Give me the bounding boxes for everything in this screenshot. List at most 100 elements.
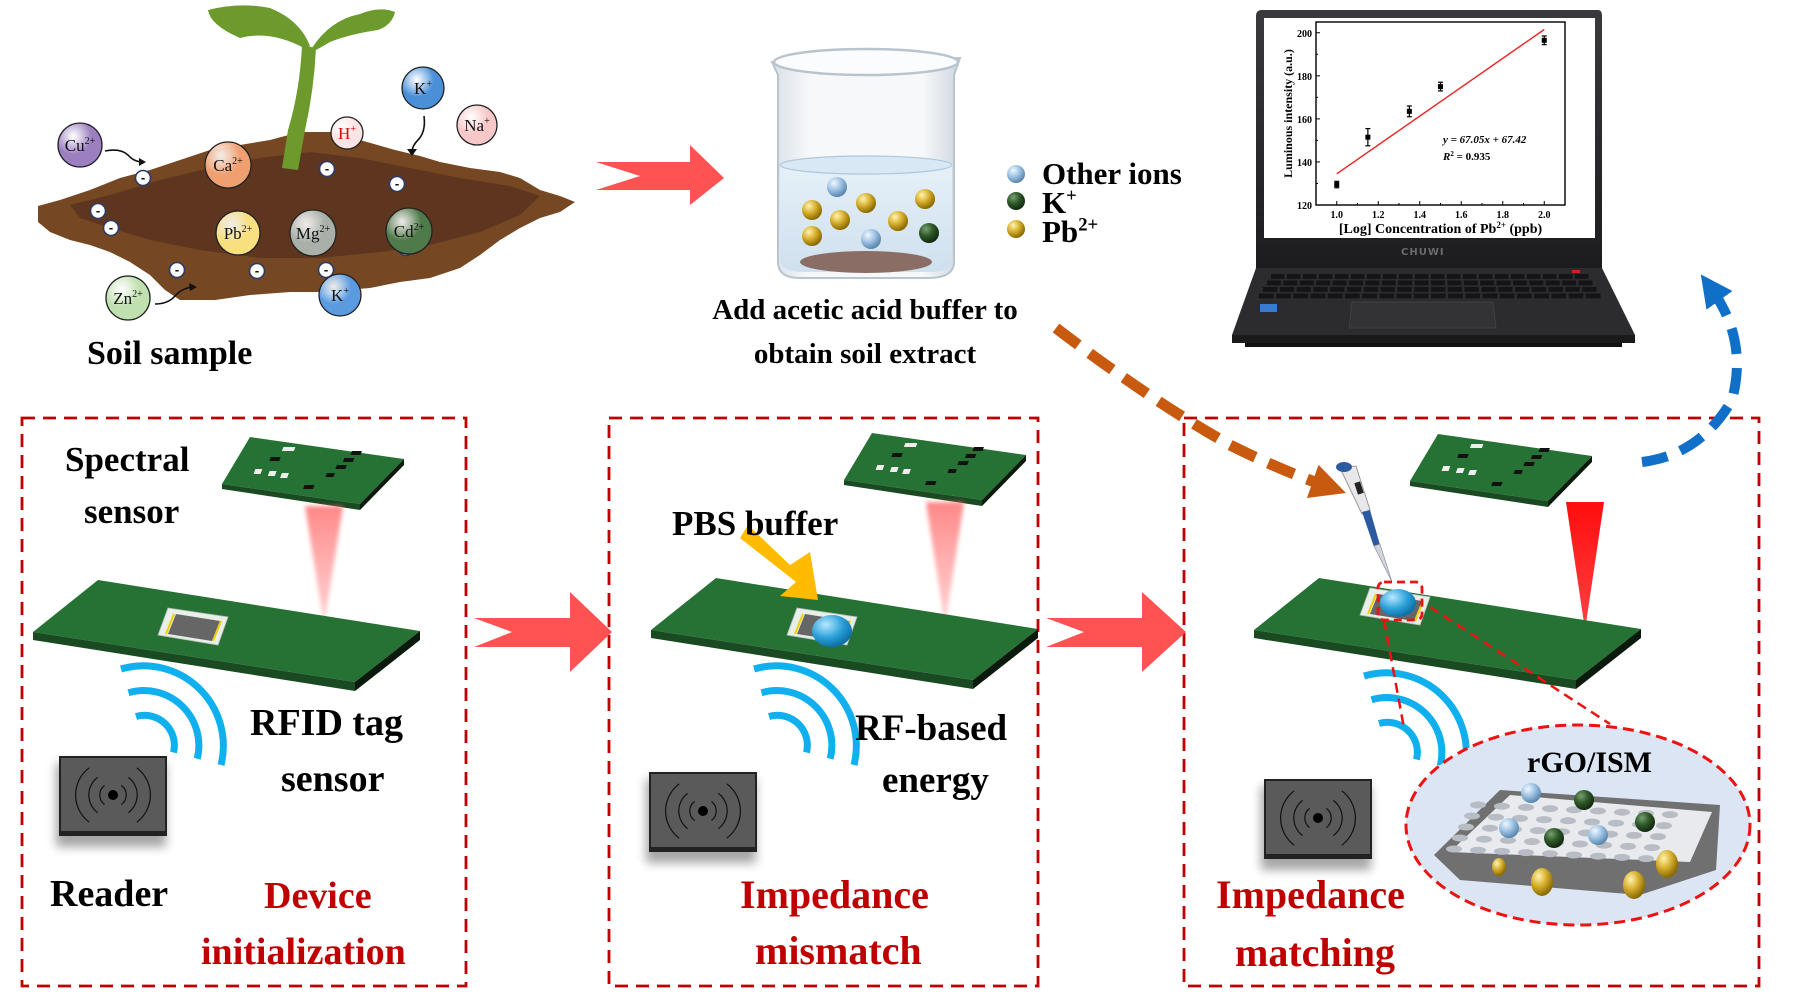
- zn-arrow-head: [189, 283, 197, 291]
- ion-circle: [385, 207, 433, 255]
- spectral-sensor-label-line2: sensor: [84, 492, 180, 531]
- lattice-cell: [1494, 802, 1510, 810]
- pbs-droplet: [812, 615, 852, 647]
- plant-leaf-right: [312, 9, 395, 52]
- key: [1431, 293, 1446, 299]
- lattice-cell: [1494, 847, 1510, 855]
- zoom-guide-left: [1382, 619, 1406, 729]
- lattice-cell: [1542, 850, 1558, 858]
- ion-circle: [105, 275, 151, 321]
- beaker-rim: [772, 47, 960, 77]
- key: [1578, 280, 1593, 286]
- beaker-ions: [802, 177, 939, 249]
- lattice-cell: [1464, 812, 1480, 820]
- lattice-cell: [1614, 808, 1630, 816]
- beaker-ion: [861, 229, 881, 249]
- data-point: [1541, 35, 1547, 46]
- y-tick-label: 140: [1297, 158, 1312, 169]
- lattice-cell: [1518, 849, 1534, 857]
- beaker-ion: [802, 226, 822, 246]
- flow-arrow-panel1-to-panel2: [474, 592, 612, 672]
- key: [1330, 287, 1345, 292]
- x-axis-label: [Log] Concentration of Pb2+ (ppb): [1339, 220, 1543, 237]
- rfid-reader: [56, 756, 167, 847]
- pbs-buffer-label: PBS buffer: [672, 504, 839, 543]
- laptop-brand: CHUWI: [1401, 247, 1445, 258]
- key: [1367, 274, 1381, 279]
- cu-arrow-head: [139, 158, 146, 166]
- key: [1498, 287, 1513, 292]
- beaker-ion: [888, 211, 908, 231]
- x-tick-label: 1.8: [1497, 210, 1510, 221]
- laptop-touchpad: [1348, 301, 1497, 329]
- membrane-ion: [1588, 825, 1608, 845]
- plant-stem: [282, 45, 316, 170]
- key: [1517, 293, 1532, 299]
- rf-waves: [120, 662, 227, 766]
- wave-arc: [135, 711, 178, 754]
- lattice-cell: [1650, 833, 1666, 841]
- lattice-cell: [1572, 840, 1588, 848]
- key: [1319, 274, 1333, 279]
- wave-arc: [1370, 694, 1446, 767]
- legend-label-k: K+: [1042, 187, 1077, 218]
- lattice-cell: [1590, 852, 1606, 860]
- legend-dot-other-ions: [1007, 165, 1025, 183]
- lattice-cell: [1566, 806, 1582, 814]
- stage-label-mismatch: mismatch: [755, 928, 922, 973]
- key: [1481, 287, 1496, 292]
- fit-equation: y = 67.05x + 67.42: [1441, 134, 1527, 146]
- lattice-cell: [1638, 855, 1654, 863]
- captured-pb-ion: [1623, 871, 1645, 899]
- zoom-region-box: [1376, 580, 1424, 622]
- beaker-ion: [830, 210, 850, 230]
- panel-device-initialization: [20, 416, 468, 988]
- panel-illustrations: [33, 433, 1641, 870]
- svg-text:-: -: [96, 205, 101, 218]
- key: [1276, 293, 1291, 299]
- key: [1482, 293, 1498, 299]
- wave-arc: [1378, 718, 1421, 761]
- lattice-cell: [1452, 834, 1468, 842]
- svg-text:-: -: [175, 264, 180, 277]
- key: [1383, 274, 1397, 279]
- key: [1349, 280, 1363, 286]
- rfid-tag-board: [33, 580, 420, 691]
- key: [1414, 287, 1429, 292]
- lattice-cell: [1590, 807, 1606, 815]
- key: [1463, 280, 1478, 286]
- sample-droplet: [1380, 589, 1416, 617]
- y-tick-label: 180: [1297, 72, 1312, 83]
- captured-pb-ion: [1492, 858, 1506, 876]
- marker: [1438, 84, 1443, 90]
- negative-charge: -: [168, 261, 186, 279]
- svg-text:-: -: [255, 265, 260, 278]
- negative-charge: -: [317, 261, 335, 279]
- data-point: [1365, 127, 1371, 147]
- key: [1559, 274, 1573, 279]
- spectral-sensor-board: [1410, 434, 1592, 507]
- rf-energy-label-line1: RF-based: [855, 708, 1008, 749]
- zoom-guide-right: [1429, 605, 1611, 726]
- key: [1303, 274, 1317, 279]
- ion-circle: [330, 116, 364, 150]
- key: [1293, 293, 1309, 299]
- negative-charge: -: [134, 169, 152, 187]
- key: [1447, 274, 1461, 279]
- key: [1515, 287, 1530, 292]
- key: [1479, 274, 1493, 279]
- ion-circle: [289, 209, 337, 257]
- key: [1279, 287, 1295, 292]
- key: [1397, 287, 1412, 292]
- fit-line: [1336, 28, 1545, 175]
- ion-ca: Ca2+: [204, 141, 252, 189]
- beaker: [770, 47, 962, 279]
- lattice-cell: [1524, 838, 1540, 846]
- lattice-cell: [1476, 835, 1492, 843]
- plant-leaf-left: [208, 5, 310, 49]
- key: [1511, 274, 1525, 279]
- stage-label-matching: matching: [1235, 930, 1395, 975]
- intel-sticker: [1260, 304, 1277, 312]
- legend-text-k: K: [1042, 185, 1067, 220]
- key: [1381, 280, 1396, 286]
